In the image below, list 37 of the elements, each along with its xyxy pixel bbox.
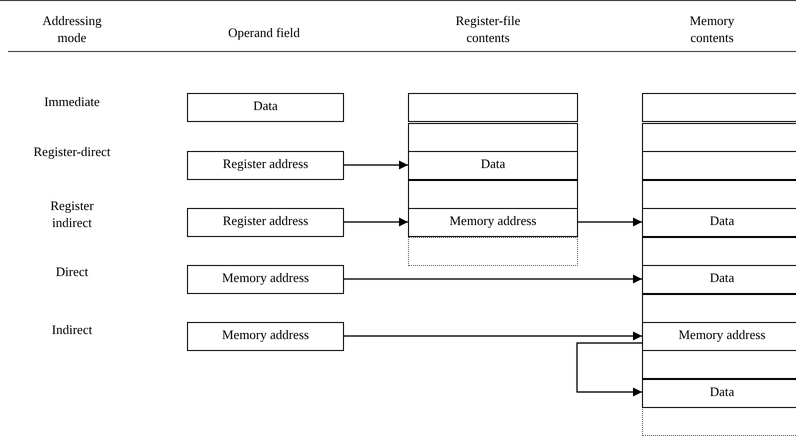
row-label: Immediate	[43, 93, 101, 110]
arrow	[344, 332, 642, 340]
row-label: Indirect	[50, 321, 94, 338]
register-cell	[408, 93, 578, 122]
memory-cell: Data	[642, 265, 796, 294]
operand-field-box: Memory address	[187, 265, 344, 294]
register-cell	[408, 180, 578, 209]
row-label: Register-direct	[32, 143, 112, 160]
row-label: Direct	[54, 263, 90, 280]
column-header: Memory contents	[688, 12, 736, 46]
arrow	[344, 218, 408, 226]
arrow	[578, 218, 642, 226]
memory-cell	[642, 151, 796, 180]
register-cell	[408, 123, 578, 152]
arrow	[344, 160, 408, 170]
memory-cell	[642, 294, 796, 323]
memory-cell	[642, 407, 796, 436]
column-header: Operand field	[227, 24, 301, 41]
memory-cell	[642, 93, 796, 122]
memory-cell: Data	[642, 208, 796, 237]
memory-cell: Data	[642, 379, 796, 408]
arrow	[344, 274, 642, 284]
column-header: Addressing mode	[41, 12, 103, 46]
column-header: Register-file contents	[454, 12, 522, 46]
arrow	[576, 342, 642, 396]
register-cell	[408, 237, 578, 266]
operand-field-box: Register address	[187, 208, 344, 237]
memory-cell	[642, 123, 796, 152]
register-cell: Data	[408, 151, 578, 180]
row-label: Register indirect	[49, 197, 95, 231]
operand-field-box: Data	[187, 93, 344, 122]
operand-field-box: Register address	[187, 151, 344, 180]
operand-field-box: Memory address	[187, 322, 344, 351]
memory-cell	[642, 350, 796, 379]
memory-cell	[642, 180, 796, 209]
register-cell: Memory address	[408, 208, 578, 237]
memory-cell	[642, 237, 796, 266]
